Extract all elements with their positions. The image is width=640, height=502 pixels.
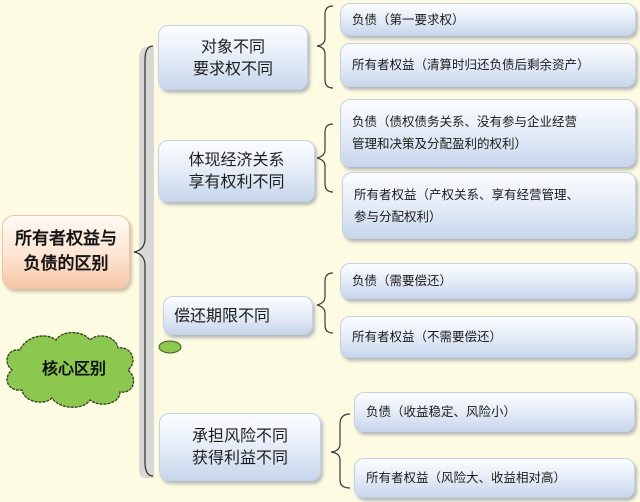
leaf-text: 所有者权益（清算时归还负债后剩余资产） [352, 57, 590, 72]
leaf-text: 负债（收益稳定、风险小） [366, 404, 517, 419]
root-line-1: 所有者权益与 [15, 229, 117, 249]
core-difference-tag: 核心区别 [41, 359, 106, 378]
leaf-text: 负债（需要偿还） [352, 273, 453, 288]
cloud-shape [6, 331, 135, 408]
leaf-text-line-1: 所有者权益（产权关系、享有经营管理、 [354, 186, 580, 202]
root-line-2: 负债的区别 [23, 254, 109, 274]
branch-title-line-1: 承担风险不同 [191, 426, 288, 445]
leaf-text-line-2: 参与分配权利） [354, 208, 442, 224]
branch-title-line-1: 偿还期限不同 [174, 305, 271, 325]
branch-title-line-2: 要求权不同 [192, 58, 273, 78]
leaf-equity-no-repayment[interactable]: 所有者权益（不需要偿还） [340, 316, 636, 358]
leaf-liability-needs-repayment[interactable]: 负债（需要偿还） [340, 263, 636, 299]
root-node[interactable]: 所有者权益与 负债的区别 [2, 215, 130, 289]
leaf-equity-property-relation[interactable]: 所有者权益（产权关系、享有经营管理、 参与分配权利） [342, 172, 636, 239]
leaf-text: 所有者权益（风险大、收益相对高） [366, 470, 567, 485]
leaf-liability-stable-low-risk[interactable]: 负债（收益稳定、风险小） [354, 392, 635, 432]
branch-object-claim[interactable]: 对象不同 要求权不同 [158, 25, 308, 90]
branch-title-line-1: 对象不同 [200, 36, 265, 56]
branch-title-line-2: 享有权利不同 [188, 172, 285, 191]
branch-economic-relation[interactable]: 体现经济关系 享有权利不同 [158, 140, 315, 202]
leaf-text: 负债（第一要求权） [352, 11, 465, 27]
leaf-liability-creditor-relation[interactable]: 负债（债权债务关系、没有参与企业经营 管理和决策及分配盈利的权利） [340, 99, 636, 167]
leaf-equity-residual-assets[interactable]: 所有者权益（清算时归还负债后剩余资产） [340, 43, 636, 87]
leaf-equity-high-risk-return[interactable]: 所有者权益（风险大、收益相对高） [354, 458, 635, 498]
branch-title-line-2: 获得利益不同 [191, 448, 288, 467]
leaf-liability-first-claim[interactable]: 负债（第一要求权） [340, 3, 636, 36]
leaf-text-line-1: 负债（债权债务关系、没有参与企业经营 [352, 114, 578, 129]
leaf-text: 所有者权益（不需要偿还） [352, 329, 503, 344]
branch-title-line-1: 体现经济关系 [188, 150, 285, 169]
branch-repayment-term[interactable]: 偿还期限不同 [163, 296, 313, 335]
branch-risk-benefit[interactable]: 承担风险不同 获得利益不同 [159, 413, 321, 481]
leaf-text-line-2: 管理和决策及分配盈利的权利） [352, 136, 528, 151]
